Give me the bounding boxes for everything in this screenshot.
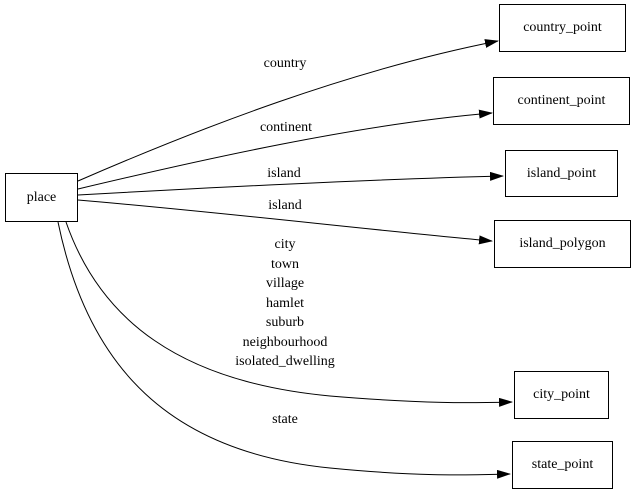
node-island-polygon: island_polygon [494, 220, 631, 268]
node-state-point: state_point [512, 441, 613, 489]
edge-label-continent: continent [259, 120, 313, 135]
edge-place-to-island-polygon [77, 199, 493, 245]
edge-label-island: island [267, 166, 301, 181]
edge-place-to-island-point [77, 171, 504, 196]
edge-place-to-continent-point [77, 109, 493, 190]
edge-place-to-city-point [65, 221, 513, 407]
edge-label-country: country [263, 56, 307, 71]
edge-label-state: state [272, 412, 298, 427]
node-city-point: city_point [514, 371, 609, 419]
edge-place-to-state-point [57, 221, 511, 479]
node-continent-point: continent_point [493, 77, 630, 125]
edge-label-island-2: island [268, 198, 302, 213]
edge-place-to-country-point [77, 39, 499, 182]
node-place: place [5, 173, 78, 222]
edge-label-city-types: city town village hamlet suburb neighbou… [235, 237, 335, 369]
node-island-point: island_point [505, 150, 618, 197]
node-country-point: country_point [499, 4, 626, 52]
